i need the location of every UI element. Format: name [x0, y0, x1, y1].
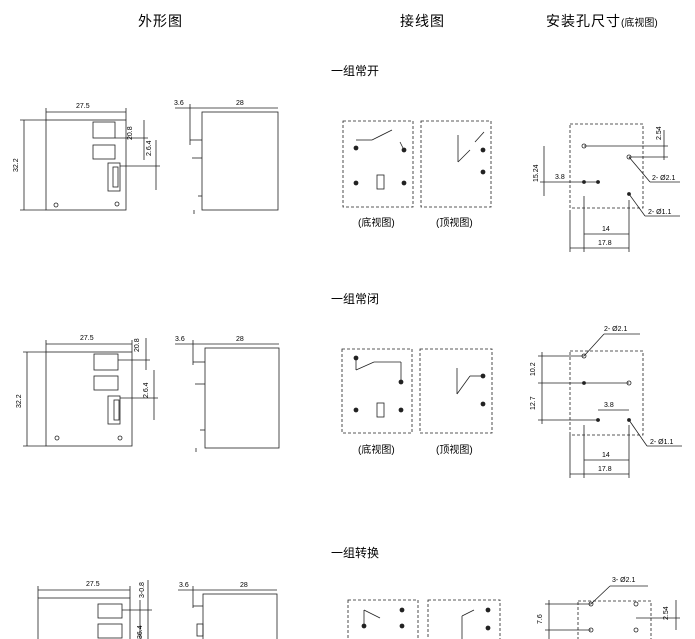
hole-label-a-1: 2- Ø2.1: [652, 175, 676, 182]
dim-height-1: 32.2: [13, 158, 20, 172]
wiring-top-view-no: [420, 120, 492, 208]
outline-front-view-nc: [23, 338, 158, 447]
wiring-header: 接线图: [400, 13, 445, 29]
dim-side-l-3: 28: [240, 582, 248, 589]
dim-side-l-2: 28: [236, 336, 244, 343]
dim-height-2: 32.2: [16, 394, 23, 408]
dim-width-1: 27.5: [76, 103, 90, 110]
dim-side-w-1: 3.6: [174, 100, 184, 107]
dim-side-w-2: 3.6: [175, 336, 185, 343]
hole-dim-v2-3: 2.54: [663, 606, 670, 620]
wiring-top-view-co: [427, 599, 501, 639]
holes-layout-co: [545, 585, 680, 639]
hole-dim-v1-2: 10.2: [530, 362, 537, 376]
caption-bottom-view-2: (底视图): [358, 445, 395, 456]
holes-layout-nc: [538, 333, 682, 478]
dim-d1-1: 20.8: [127, 126, 134, 140]
hole-dim-h2-2: 14: [602, 452, 610, 459]
caption-bottom-view-1: (底视图): [358, 218, 395, 229]
section-title-nc: 一组常闭: [331, 292, 380, 306]
dim-side-l-1: 28: [236, 100, 244, 107]
mounting-header-label: 安装孔尺寸: [546, 13, 621, 29]
hole-label-a-3: 3- Ø2.1: [612, 577, 636, 584]
dim-width-2: 27.5: [80, 335, 94, 342]
holes-layout-no: [540, 123, 680, 252]
section-title-no: 一组常开: [331, 64, 380, 78]
hole-dim-h3-2: 17.8: [598, 466, 612, 473]
outline-side-view-co: [178, 586, 278, 639]
outline-front-view: [20, 108, 160, 211]
outline-header: 外形图: [138, 13, 183, 29]
hole-dim-h1-2: 3.8: [604, 402, 614, 409]
wiring-bottom-view-nc: [341, 348, 413, 434]
mounting-header-note: (底视图): [621, 18, 658, 29]
outline-side-view: [175, 104, 279, 214]
dim-d1-3: 3-0.8: [139, 582, 146, 598]
dim-side-w-3: 3.6: [179, 582, 189, 589]
caption-top-view-2: (顶视图): [436, 445, 473, 456]
caption-top-view-1: (顶视图): [436, 218, 473, 229]
hole-label-a-2: 2- Ø2.1: [604, 326, 628, 333]
hole-dim-h1-1: 3.8: [555, 174, 565, 181]
outline-front-view-co: [37, 580, 152, 639]
outline-side-view-nc: [175, 340, 280, 452]
hole-dim-v2-1: 15.24: [533, 164, 540, 182]
section-title-co: 一组转换: [331, 546, 380, 560]
dim-d2-1: 2.6.4: [146, 140, 153, 156]
hole-dim-v2-2: 12.7: [530, 396, 537, 410]
wiring-bottom-view-co: [347, 599, 419, 639]
wiring-top-view-nc: [419, 348, 493, 434]
dim-width-3: 27.5: [86, 581, 100, 588]
hole-dim-v1-3: 7.6: [537, 614, 544, 624]
dim-d2-3: 36.4: [137, 625, 144, 639]
mounting-header: 安装孔尺寸(底视图): [546, 11, 658, 31]
hole-dim-h2-1: 14: [602, 226, 610, 233]
dim-d1-2: 20.8: [134, 338, 141, 352]
hole-dim-h3-1: 17.8: [598, 240, 612, 247]
dim-d2-2: 2.6.4: [143, 382, 150, 398]
hole-dim-v1-1: 2.54: [656, 126, 663, 140]
hole-label-b-2: 2- Ø1.1: [650, 439, 674, 446]
hole-label-b-1: 2- Ø1.1: [648, 209, 672, 216]
wiring-bottom-view-no: [342, 120, 414, 208]
